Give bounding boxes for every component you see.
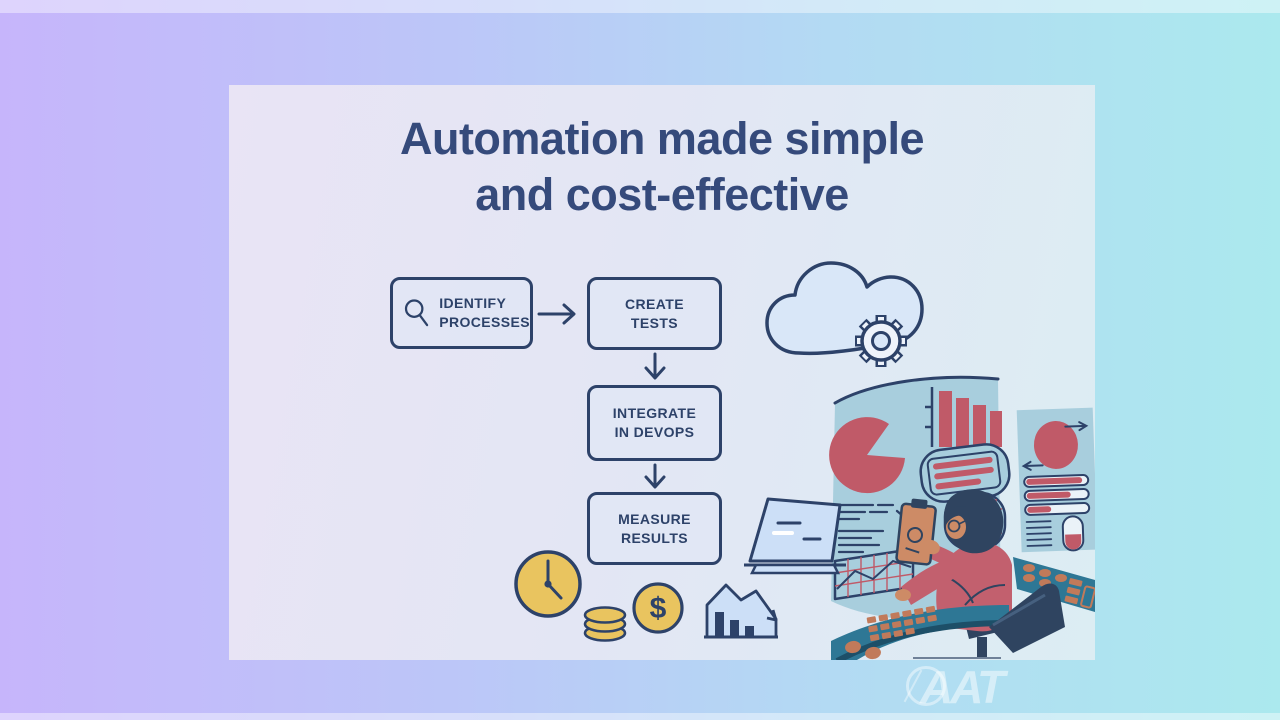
flow-step-label: IDENTIFY — [439, 295, 507, 311]
panel-text-lines — [1025, 520, 1053, 547]
watermark-circle — [906, 666, 946, 706]
capsule-gauge — [1061, 515, 1085, 552]
striped-panel — [919, 443, 1011, 503]
arrow-down-icon — [644, 352, 666, 380]
coin-stack-icon — [583, 606, 627, 642]
watermark-line — [913, 657, 1001, 659]
progress-bars — [1023, 474, 1091, 516]
person-head — [943, 489, 1004, 554]
flow-step-measure-results: MEASURE RESULTS — [587, 492, 722, 565]
flow-step-label: TESTS — [630, 314, 679, 331]
person-left-arm — [901, 561, 953, 605]
flow-step-label: IN DEVOPS — [614, 424, 695, 440]
flow-step-identify-processes: IDENTIFY PROCESSES — [390, 277, 533, 349]
title-line-1: Automation made simple — [399, 113, 925, 164]
title-line-2: and cost-effective — [475, 169, 849, 220]
arrow-right-icon — [537, 303, 576, 325]
watermark-logo: AAT — [898, 644, 1028, 716]
hand — [922, 539, 940, 555]
bar-chart — [925, 387, 1002, 447]
flow-step-integrate-in-devops: INTEGRATE IN DEVOPS — [587, 385, 722, 461]
flow-step-label: CREATE — [625, 295, 684, 312]
declining-chart-icon — [704, 583, 778, 639]
background-top-band — [0, 0, 1280, 13]
slide-card: Automation made simple and cost-effectiv… — [229, 85, 1095, 660]
flow-step-label: INTEGRATE — [612, 405, 697, 421]
analyst-dashboard-illustration — [829, 375, 1095, 660]
laptop-icon — [744, 497, 846, 575]
donut-chart — [1033, 420, 1078, 469]
screen-text-lines — [837, 503, 895, 554]
arrow-down-icon — [644, 463, 666, 489]
dark-laptop — [989, 583, 1065, 653]
flow-step-label: PROCESSES — [439, 314, 530, 330]
slide-title: Automation made simple and cost-effectiv… — [229, 111, 1095, 223]
watermark-text: AAT — [920, 661, 1005, 713]
clipboard — [895, 498, 937, 566]
glasses-icon — [947, 519, 961, 533]
control-desk — [831, 605, 1010, 660]
dollar-symbol: $ — [650, 592, 667, 625]
pie-chart — [829, 417, 905, 494]
gear-icon — [855, 315, 907, 367]
background-bottom-band — [0, 713, 1280, 720]
flow-step-create-tests: CREATE TESTS — [587, 277, 722, 350]
magnifier-icon — [404, 299, 429, 327]
dollar-coin-icon: $ — [632, 582, 684, 634]
side-dashboard-panel — [1016, 407, 1095, 553]
cloud-gear-icon — [765, 261, 924, 367]
clock-icon — [514, 550, 582, 618]
keyboard-keys — [866, 605, 937, 642]
flow-step-label: RESULTS — [620, 529, 689, 546]
flow-step-label: MEASURE — [618, 510, 691, 527]
